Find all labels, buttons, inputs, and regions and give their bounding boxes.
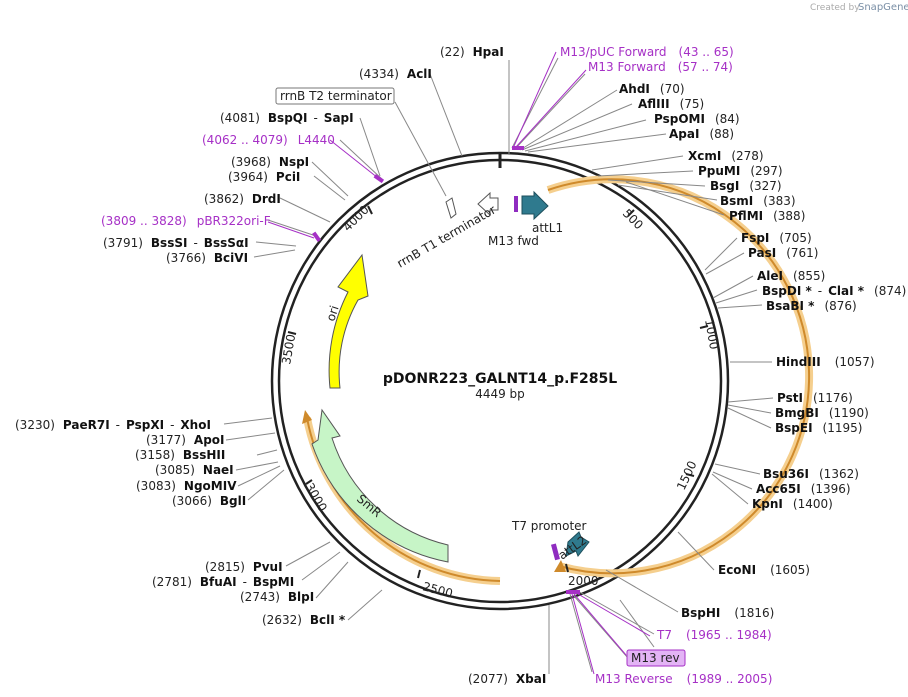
- tick-4000: 4000: [340, 203, 371, 234]
- rrnb-t2-feature[interactable]: [445, 197, 457, 219]
- site-bfuai-bspmi[interactable]: (2781)BfuAI-BspMI: [152, 575, 294, 589]
- site-apoi[interactable]: (3177)ApoI: [146, 433, 225, 447]
- site-bspei[interactable]: BspEI(1195): [775, 421, 862, 435]
- site-xcmi[interactable]: XcmI(278): [688, 149, 764, 163]
- smr-region-highlight: [303, 417, 501, 585]
- site-l4440[interactable]: (4062 .. 4079)L4440: [202, 133, 335, 147]
- site-bsssi-bsssai[interactable]: (3791)BssSI-BssSαI: [103, 236, 249, 250]
- site-acc65i[interactable]: Acc65I(1396): [756, 482, 851, 496]
- site-m13puc-forward[interactable]: M13/pUC Forward(43 .. 65): [560, 45, 734, 59]
- m13-primer-mark: [512, 146, 524, 150]
- m13rev-box[interactable]: [626, 649, 686, 667]
- site-bspqi-sapi[interactable]: (4081)BspQI-SapI: [220, 111, 354, 125]
- site-bcli[interactable]: (2632)BclI *: [262, 613, 346, 627]
- credit-text: Created by: [810, 3, 860, 13]
- site-ngomiv[interactable]: (3083)NgoMIV: [136, 479, 237, 493]
- site-afliii[interactable]: AflIII(75): [638, 97, 704, 111]
- tick-1500: 1500: [674, 459, 700, 493]
- tick-3500: 3500: [279, 333, 298, 366]
- site-ahdi[interactable]: AhdI(70): [619, 82, 685, 96]
- pbr322-mark: [312, 231, 322, 243]
- leader-lines: [223, 57, 774, 674]
- ori-feature[interactable]: [328, 253, 369, 389]
- smr-region-arrowhead: [302, 410, 312, 424]
- tick-3000: 3000: [302, 481, 329, 514]
- smr-feature[interactable]: [311, 408, 449, 563]
- insert-arc-arrowhead: [554, 560, 566, 572]
- site-apai[interactable]: ApaI(88): [669, 127, 734, 141]
- site-bsabi[interactable]: BsaBI *(876): [766, 299, 857, 313]
- plasmid-name: pDONR223_GALNT14_p.F285L: [383, 371, 617, 387]
- rrnb-t2-label: rrnB T2 terminator: [280, 89, 392, 103]
- site-acli[interactable]: (4334)AclI: [359, 67, 432, 81]
- site-paer7i-pspxi-xhoi[interactable]: (3230)PaeR7I-PspXI-XhoI: [15, 418, 211, 432]
- insert-arc: [547, 178, 810, 575]
- site-pvui[interactable]: (2815)PvuI: [205, 560, 283, 574]
- site-bgli[interactable]: (3066)BglI: [172, 494, 246, 508]
- plasmid-length: 4449 bp: [475, 387, 525, 401]
- t7-promoter-label: T7 promoter: [511, 519, 587, 533]
- site-alei[interactable]: AleI(855): [757, 269, 825, 283]
- site-m13-forward[interactable]: M13 Forward(57 .. 74): [588, 60, 733, 74]
- attl1-label: attL1: [532, 221, 563, 235]
- tick-marks: [287, 205, 709, 579]
- site-bsshii[interactable]: (3158)BssHII: [135, 448, 225, 462]
- t7-promoter-feature[interactable]: [550, 543, 560, 561]
- site-t7[interactable]: T7(1965 .. 1984): [656, 628, 772, 642]
- site-nspi[interactable]: (3968)NspI: [231, 155, 309, 169]
- site-bspdi-clai[interactable]: BspDI *-ClaI *(874): [762, 284, 906, 298]
- m13fwd-feature[interactable]: [514, 196, 518, 212]
- attl2-feature[interactable]: [565, 531, 590, 557]
- site-kpni[interactable]: KpnI(1400): [752, 497, 833, 511]
- site-bsgi[interactable]: BsgI(327): [710, 179, 782, 193]
- tick-2000: 2000: [568, 574, 599, 588]
- site-blpi[interactable]: (2743)BlpI: [240, 590, 314, 604]
- site-drdi[interactable]: (3862)DrdI: [204, 192, 281, 206]
- attl1-feature[interactable]: [521, 190, 549, 221]
- site-pcii[interactable]: (3964)PciI: [228, 170, 300, 184]
- site-pbr322ori-f[interactable]: (3809 .. 3828)pBR322ori-F: [101, 214, 271, 228]
- site-pasi[interactable]: PasI(761): [748, 246, 818, 260]
- site-econi[interactable]: EcoNI(1605): [718, 563, 810, 577]
- purple-leaders: [267, 51, 651, 675]
- site-fspi[interactable]: FspI(705): [741, 231, 812, 245]
- site-pspomi[interactable]: PspOMI(84): [654, 112, 740, 126]
- site-bmgbi[interactable]: BmgBI(1190): [775, 406, 869, 420]
- site-bcivi[interactable]: (3766)BciVI: [166, 251, 248, 265]
- site-bsmi[interactable]: BsmI(383): [720, 194, 796, 208]
- m13rev-label: M13 rev: [631, 651, 680, 665]
- site-hindiii[interactable]: HindIII(1057): [776, 355, 875, 369]
- site-hpai[interactable]: (22)HpaI: [440, 45, 504, 59]
- rrnb-t1-feature[interactable]: [477, 191, 499, 217]
- m13rev-mark: [566, 590, 580, 594]
- tick-1000: 1000: [702, 318, 721, 351]
- rrnb-t1-label: rrnB T1 terminator: [395, 203, 499, 271]
- site-xbai[interactable]: (2077)XbaI: [468, 672, 546, 686]
- site-m13-reverse[interactable]: M13 Reverse(1989 .. 2005): [595, 672, 772, 686]
- site-naei[interactable]: (3085)NaeI: [155, 463, 234, 477]
- site-pflmi[interactable]: PflMI(388): [729, 209, 805, 223]
- site-bsu36i[interactable]: Bsu36I(1362): [763, 467, 859, 481]
- m13fwd-label: M13 fwd: [488, 234, 539, 248]
- site-ppumi[interactable]: PpuMI(297): [698, 164, 783, 178]
- site-bsphi[interactable]: BspHI(1816): [681, 606, 774, 620]
- snapgene-logo: SnapGene: [858, 2, 908, 13]
- rrnb-t2-box[interactable]: [275, 87, 395, 105]
- site-psti[interactable]: PstI(1176): [777, 391, 853, 405]
- ori-label: ori: [324, 304, 342, 323]
- l4440-mark: [373, 174, 385, 184]
